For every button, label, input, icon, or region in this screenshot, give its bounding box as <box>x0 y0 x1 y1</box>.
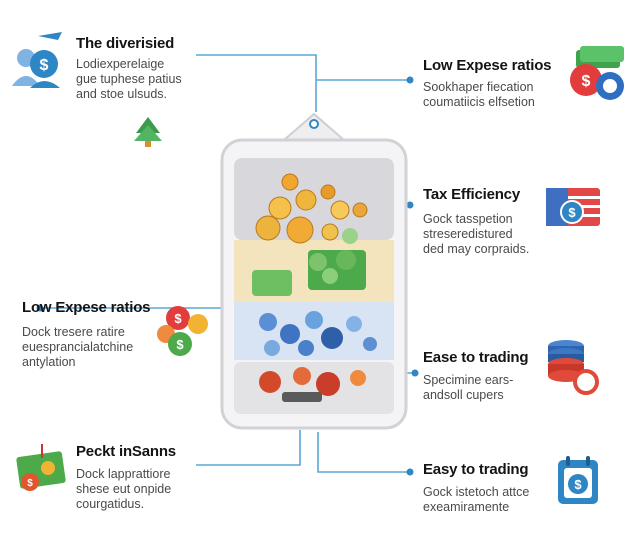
svg-text:$: $ <box>568 205 576 220</box>
tree-icon <box>134 117 162 147</box>
fund-jar <box>220 112 408 430</box>
colored-coins-icon: $ $ <box>157 306 208 356</box>
svg-text:$: $ <box>176 337 184 352</box>
money-coins-icon: $ <box>570 46 624 100</box>
feature-title: Easy to trading <box>423 461 529 478</box>
feature-desc: Dock tresere ratire euesprancialatchine … <box>22 325 134 369</box>
feature-desc: Gock tasspetion streseredistured ded may… <box>423 212 530 256</box>
layer-bottom <box>234 362 394 414</box>
svg-text:$: $ <box>27 478 33 489</box>
feature-desc: Sookhaper fiecation coumatiicis elfsetio… <box>423 80 535 109</box>
coin-stack-icon <box>548 340 599 395</box>
money-map-icon: $ <box>16 444 66 491</box>
document-coin-icon: $ <box>546 188 600 226</box>
feature-title: Tax Efficiency <box>423 186 520 203</box>
feature-desc: Gock istetoch attce exeamiramente <box>423 485 530 514</box>
calendar-dollar-icon: $ <box>558 456 598 504</box>
feature-title: Low Expese ratios <box>423 57 552 74</box>
layer-blue <box>234 302 394 360</box>
feature-title: Low Expese ratios <box>22 299 151 316</box>
investor-plane-icon: $ <box>12 32 62 88</box>
feature-desc: Lodiexperelaige gue tuphese patius and s… <box>76 57 182 101</box>
svg-text:$: $ <box>174 311 182 326</box>
svg-text:$: $ <box>40 57 49 74</box>
feature-title: Ease to trading <box>423 349 529 366</box>
feature-title: The diverisied <box>76 35 175 52</box>
feature-desc: Specimine ears- andsoll cupers <box>423 373 514 402</box>
feature-desc: Dock lapprattiore shese eut onpide courg… <box>76 467 172 511</box>
feature-title: Peckt inSanns <box>76 443 176 460</box>
svg-text:$: $ <box>582 73 591 90</box>
svg-text:$: $ <box>574 477 582 492</box>
